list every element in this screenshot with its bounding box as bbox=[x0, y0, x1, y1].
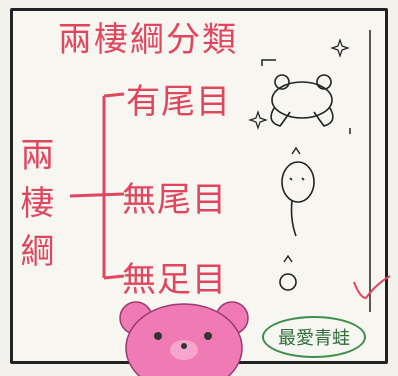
left-char: 綱 bbox=[20, 232, 56, 272]
branch-label: 有尾目 bbox=[126, 82, 231, 122]
page-title: 兩棲綱分類 bbox=[58, 20, 238, 60]
branch-label: 無足目 bbox=[122, 260, 227, 300]
checkmark-icon bbox=[353, 275, 391, 300]
tadpole-icon bbox=[281, 161, 315, 237]
bear-icon bbox=[119, 301, 249, 376]
frog-icon bbox=[270, 74, 334, 127]
speech-badge: 最愛青蛙 bbox=[262, 316, 366, 358]
egg-icon bbox=[279, 273, 297, 291]
left-char: 兩 bbox=[20, 136, 56, 176]
left-char: 棲 bbox=[20, 184, 56, 224]
left-vertical-label: 兩 棲 綱 bbox=[18, 132, 58, 276]
branch-label: 無尾目 bbox=[122, 180, 227, 220]
